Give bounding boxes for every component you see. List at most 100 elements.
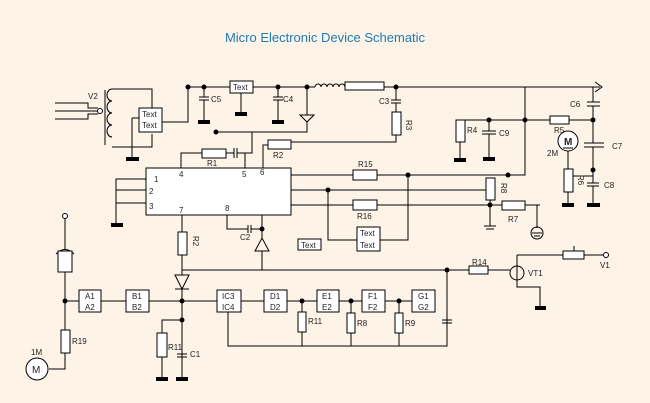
text-box-transformer: Text Text [138, 107, 163, 133]
svg-text:C5: C5 [211, 95, 222, 104]
svg-text:R15: R15 [358, 160, 373, 169]
svg-text:IC3: IC3 [222, 292, 235, 301]
transistor-vt1: VT1 [509, 255, 546, 310]
label-v2: V2 [88, 92, 98, 101]
block-d: D1 D2 [263, 289, 288, 313]
svg-text:Text: Text [360, 229, 375, 238]
svg-text:F2: F2 [368, 303, 378, 312]
block-ic3-ic4: IC3 IC4 [216, 289, 242, 313]
svg-text:5: 5 [242, 170, 247, 179]
svg-text:R3: R3 [404, 120, 413, 131]
block-g: G1 G2 [411, 289, 436, 313]
svg-text:2: 2 [149, 187, 154, 196]
svg-text:1M: 1M [31, 348, 42, 357]
block-a: A1 A2 [78, 289, 102, 313]
svg-text:R5: R5 [554, 126, 565, 135]
fuse-left [55, 213, 75, 330]
svg-text:Text: Text [301, 241, 316, 250]
resistor-r3: R3 [290, 111, 413, 143]
svg-text:R11: R11 [308, 317, 323, 326]
capacitor-c9: C9 [482, 117, 528, 161]
block-f: F1 F2 [361, 289, 386, 313]
resistor-r15: R15 [352, 160, 378, 181]
svg-text:C8: C8 [604, 181, 615, 190]
svg-text:C6: C6 [570, 100, 581, 109]
svg-text:V1: V1 [600, 261, 610, 270]
svg-text:B2: B2 [132, 303, 142, 312]
resistor-r19: R19 [49, 329, 87, 370]
svg-text:C1: C1 [190, 350, 201, 359]
capacitor-c7: C7 [584, 120, 623, 173]
svg-text:E2: E2 [322, 303, 332, 312]
resistor-r6: R6 [562, 168, 593, 207]
svg-text:2M: 2M [547, 149, 558, 158]
svg-text:D2: D2 [270, 303, 281, 312]
motor-2m: M 2M [547, 130, 579, 169]
resistor-r2: R2 [262, 139, 292, 168]
block-e: E1 E2 [316, 289, 340, 313]
switch-v1: V1 [517, 246, 610, 270]
svg-text:R2: R2 [273, 151, 284, 160]
capacitor-c2: C2 [226, 215, 265, 242]
resistor-r1: R1 [180, 131, 253, 168]
resistor-pin7: R2 [177, 215, 200, 272]
svg-text:A2: A2 [85, 303, 95, 312]
svg-text:R7: R7 [508, 215, 519, 224]
resistor-r8: R8 [484, 177, 508, 230]
ic-output-wires [291, 87, 540, 241]
text-box-regulator: Text [229, 80, 254, 116]
svg-text:R1: R1 [207, 159, 218, 168]
svg-text:6: 6 [260, 168, 265, 177]
svg-text:R4: R4 [467, 126, 478, 135]
svg-text:R6: R6 [576, 175, 585, 186]
text-box-standalone: Text [297, 238, 322, 251]
svg-text:1: 1 [154, 175, 159, 184]
resistor-r16: R16 [352, 199, 378, 221]
svg-text:R11: R11 [168, 343, 183, 352]
diagram-title: Micro Electronic Device Schematic [224, 30, 426, 45]
svg-text:E1: E1 [322, 292, 332, 301]
block-b: B1 B2 [125, 289, 150, 313]
svg-text:A1: A1 [85, 292, 95, 301]
capacitor-c8: C8 [587, 170, 615, 207]
svg-text:G2: G2 [418, 303, 429, 312]
svg-text:R2: R2 [191, 236, 200, 247]
svg-text:R16: R16 [357, 212, 372, 221]
svg-text:4: 4 [179, 170, 184, 179]
svg-text:R9: R9 [405, 319, 416, 328]
resistor-top-rail [344, 81, 385, 91]
svg-text:R14: R14 [472, 258, 487, 267]
resistor-r4: R4 [454, 119, 525, 162]
svg-text:R8: R8 [357, 319, 368, 328]
resistor-r7: R7 [501, 200, 544, 240]
capacitor-c5: C5 [198, 87, 222, 124]
svg-text:D1: D1 [270, 292, 281, 301]
resistor-r5: R5 [525, 115, 593, 135]
lower-chain-wires [62, 270, 452, 366]
motor-1m: M 1M [25, 348, 49, 381]
capacitor-c1: C1 [176, 350, 201, 381]
text-box-lower: Text Text [356, 226, 381, 252]
svg-text:IC4: IC4 [222, 303, 235, 312]
diode-d-pin8 [254, 229, 270, 270]
svg-text:Text: Text [233, 83, 248, 92]
diode-top [213, 87, 316, 135]
svg-text:M: M [564, 137, 572, 148]
svg-text:B1: B1 [132, 292, 142, 301]
svg-text:R19: R19 [72, 337, 87, 346]
capacitor-c4: C4 [272, 87, 294, 124]
ic-main: 1 2 3 4 5 6 7 8 [111, 167, 292, 227]
resistor-r11-lower: R11 [156, 332, 183, 381]
svg-text:3: 3 [149, 202, 154, 211]
svg-text:G1: G1 [418, 292, 429, 301]
svg-text:Text: Text [142, 110, 157, 119]
transformer-v2: V2 [55, 87, 189, 161]
svg-text:C4: C4 [283, 95, 294, 104]
svg-text:Text: Text [360, 241, 375, 250]
capacitor-c6: C6 [570, 87, 600, 123]
resistor-r14: R14 [468, 258, 510, 275]
resistor-r9: R9 [394, 301, 416, 346]
svg-text:R8: R8 [499, 183, 508, 194]
svg-text:C3: C3 [379, 97, 390, 106]
